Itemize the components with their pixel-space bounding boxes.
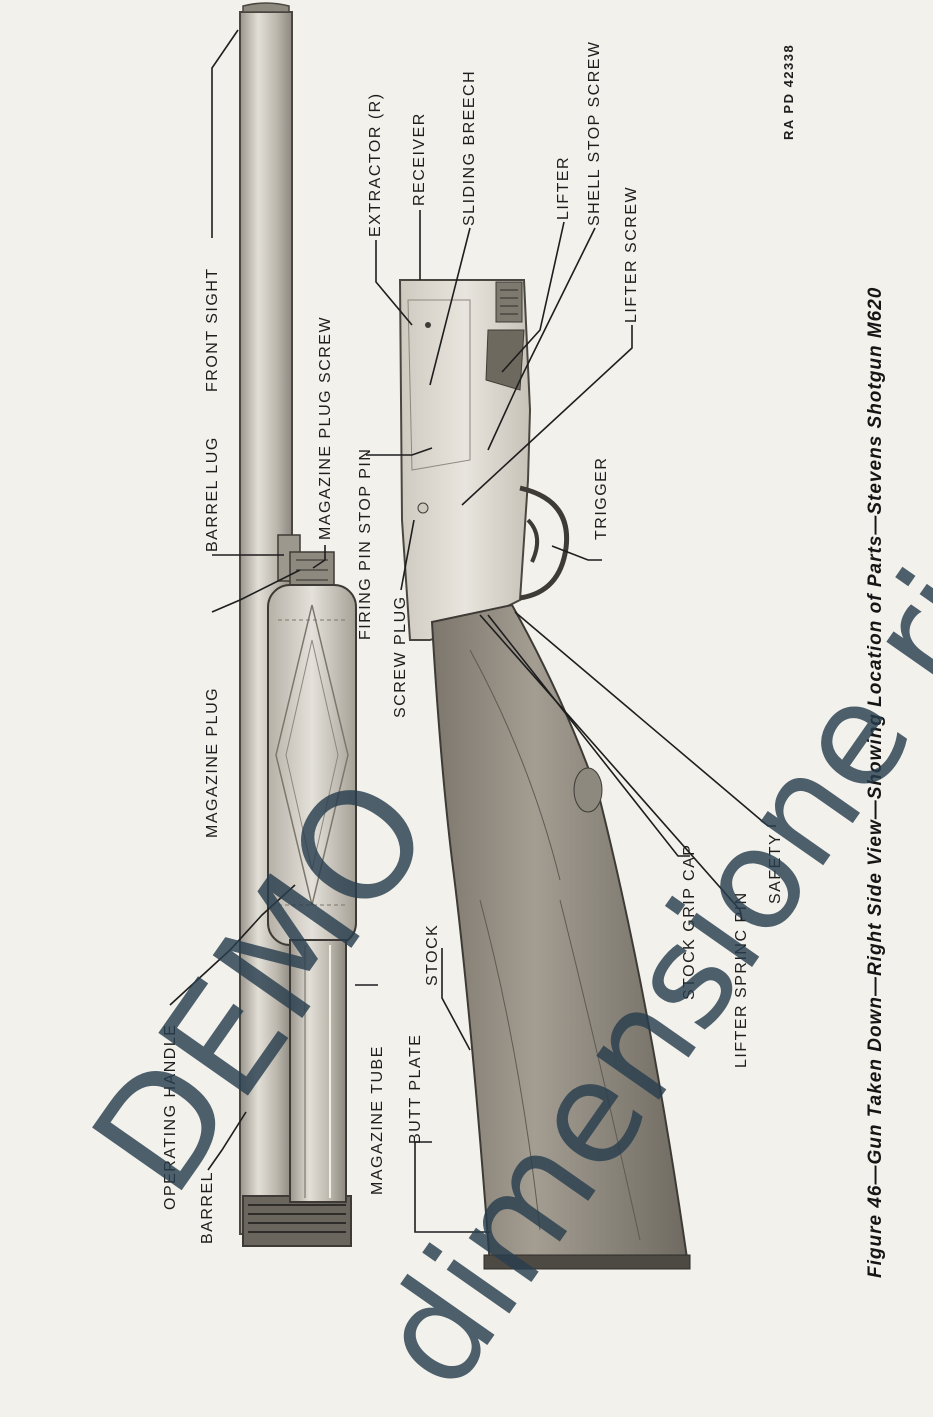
- label-magazine-tube: MAGAZINE TUBE: [370, 1045, 386, 1195]
- label-receiver: RECEIVER: [412, 112, 428, 206]
- label-stock: STOCK: [425, 924, 441, 986]
- label-sliding-breech: SLIDING BREECH: [462, 70, 478, 226]
- label-screw-plug: SCREW PLUG: [393, 595, 409, 718]
- label-magazine-plug: MAGAZINE PLUG: [205, 687, 221, 838]
- figure-reference: RA PD 42338: [782, 44, 795, 140]
- label-lifter: LIFTER: [556, 156, 572, 220]
- label-extractor: EXTRACTOR (R): [368, 92, 384, 237]
- label-firing-pin-stop-pin: FIRING PIN STOP PIN: [358, 448, 374, 640]
- label-lifter-screw: LIFTER SCREW: [624, 186, 640, 323]
- label-trigger: TRIGGER: [594, 457, 610, 540]
- label-butt-plate: BUTT PLATE: [408, 1034, 424, 1144]
- label-barrel-lug: BARREL LUG: [205, 436, 221, 552]
- label-front-sight: FRONT SIGHT: [205, 267, 221, 392]
- label-shell-stop-screw: SHELL STOP SCREW: [587, 40, 603, 226]
- label-magazine-plug-screw: MAGAZINE PLUG SCREW: [318, 316, 334, 540]
- figure-stage: FRONT SIGHT BARREL LUG MAGAZINE PLUG SCR…: [0, 0, 933, 1334]
